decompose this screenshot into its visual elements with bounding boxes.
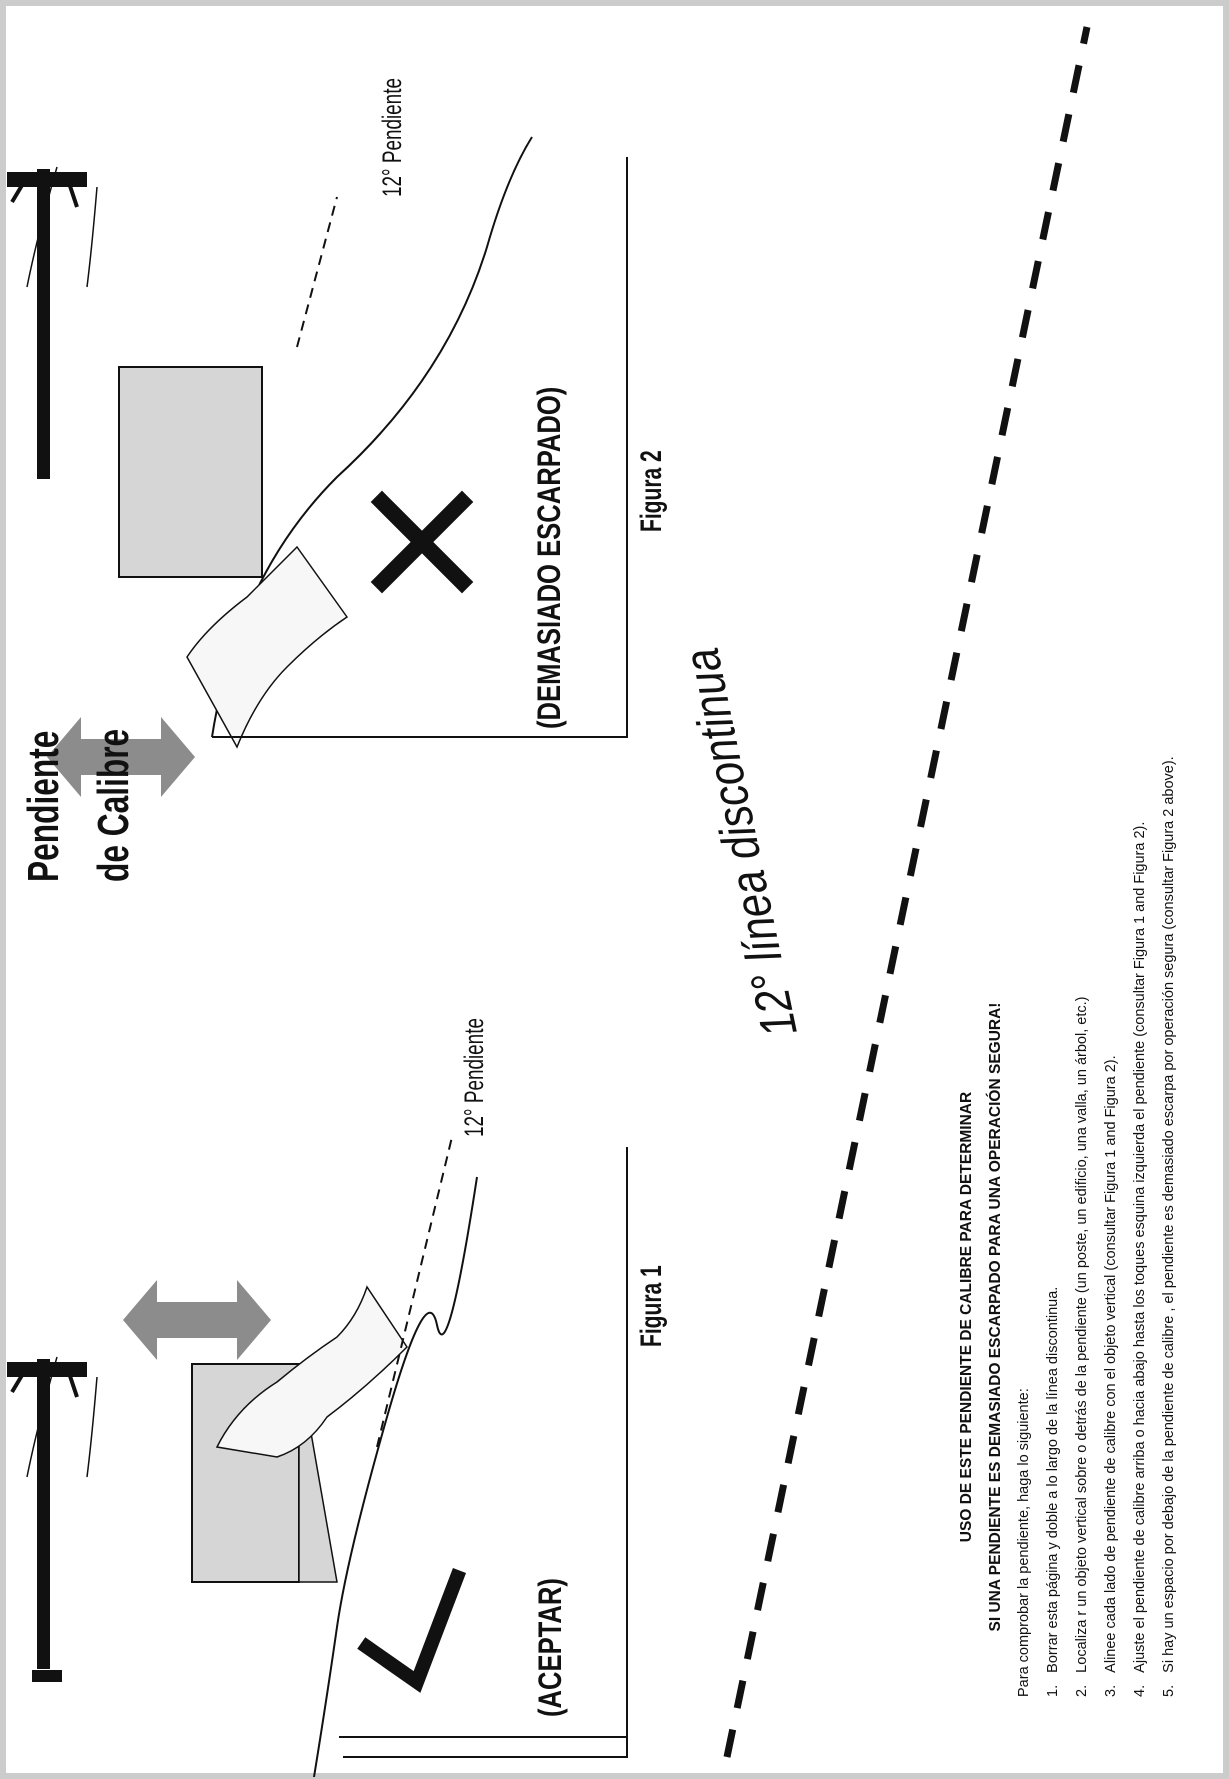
- step-text: Borrar esta página y doble a lo largo de…: [1045, 1286, 1061, 1673]
- step-number: 1.: [1045, 1684, 1061, 1697]
- instructions-steps: 1. Borrar esta página y doble a lo largo…: [1039, 597, 1184, 1697]
- figure-2-slope-dashes: [296, 196, 338, 348]
- figure-1-verdict: (ACEPTAR): [532, 1578, 568, 1717]
- figure-1-utility-pole: [37, 1359, 50, 1669]
- figure-2-x-mark: [370, 490, 474, 594]
- figure-2-illustration: [7, 136, 628, 797]
- step-text: Localiza r un objeto vertical sobre o de…: [1074, 996, 1090, 1673]
- step-2: 2. Localiza r un objeto vertical sobre o…: [1068, 597, 1097, 1697]
- title-line-1: Pendiente: [19, 730, 68, 882]
- step-number: 4.: [1132, 1684, 1148, 1697]
- dashed-fold-line: [723, 26, 1091, 1758]
- step-4: 4. Ajuste el pendiente de calibre arriba…: [1126, 597, 1155, 1697]
- figure-2-frame-lines: [212, 157, 628, 738]
- figure-2-pole-insulators: [10, 175, 79, 208]
- rotated-sheet: Pendiente de Calibre 12° Pendiente (ACEP…: [7, 12, 1222, 1777]
- step-number: 2.: [1074, 1684, 1090, 1697]
- step-text: Alinee cada lado de pendiente de calibre…: [1103, 1055, 1119, 1673]
- figure-1-caption: Figura 1: [635, 1265, 668, 1347]
- figure-2-slope-label: 12° Pendiente: [377, 78, 407, 197]
- step-text: Ajuste el pendiente de calibre arriba o …: [1132, 821, 1148, 1673]
- figure-1-pole-insulators: [10, 1365, 79, 1398]
- title-line-2: de Calibre: [89, 728, 138, 882]
- figure-1-frame: [343, 1147, 628, 1758]
- instructions-heading-2: SI UNA PENDIENTE ES DEMASIADO ESCARPADO …: [987, 1002, 1004, 1632]
- figure-1-check-mark: [357, 1567, 467, 1693]
- instructions-block: USO DE ESTE PENDIENTE DE CALIBRE PARA DE…: [952, 597, 1184, 1697]
- figure-2-hand: [186, 545, 349, 749]
- figure-2-gauge-card: [118, 366, 263, 578]
- step-5: 5. Si hay un espacio por debajo de la pe…: [1155, 597, 1184, 1697]
- figure-2-verdict: (DEMASIADO ESCARPADO): [531, 386, 567, 729]
- illustrations: [7, 26, 1091, 1777]
- step-1: 1. Borrar esta página y doble a lo largo…: [1039, 597, 1068, 1697]
- step-number: 5.: [1161, 1684, 1177, 1697]
- figure-1-slope-dashes: [376, 1136, 453, 1448]
- figure-2-double-arrow: [47, 717, 195, 797]
- step-text: Si hay un espacio por debajo de la pendi…: [1161, 756, 1177, 1673]
- instructions-intro: Para comprobar la pendiente, haga lo sig…: [1016, 1388, 1032, 1697]
- figure-2-power-lines: [26, 166, 98, 288]
- figure-1-pole-crossarm: [7, 1362, 87, 1377]
- figure-1-double-arrow: [123, 1280, 271, 1360]
- figure-1-hand: [215, 1285, 408, 1458]
- figure-2-pole-crossarm: [7, 172, 87, 187]
- instructions-heading-1: USO DE ESTE PENDIENTE DE CALIBRE PARA DE…: [958, 1091, 975, 1543]
- figure-1-illustration: [7, 1136, 628, 1777]
- figure-1-power-lines: [26, 1356, 98, 1478]
- figure-1-pole-base: [32, 1670, 62, 1682]
- figure-1-ground-line: [313, 1176, 478, 1777]
- step-3: 3. Alinee cada lado de pendiente de cali…: [1097, 597, 1126, 1697]
- figure-2-utility-pole: [37, 169, 50, 479]
- figure-2-caption: Figura 2: [635, 450, 668, 532]
- step-number: 3.: [1103, 1684, 1119, 1697]
- figure-1-slope-label: 12° Pendiente: [459, 1018, 489, 1137]
